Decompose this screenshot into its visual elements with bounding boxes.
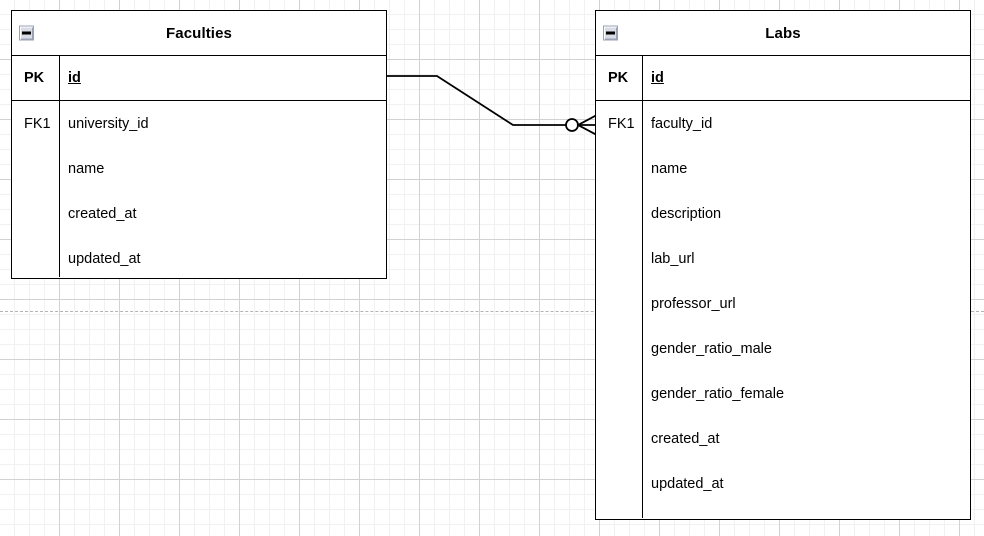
field-name-id: id (651, 70, 664, 86)
field-name-name: name (68, 160, 105, 177)
entity-header-faculties[interactable]: Faculties (12, 11, 386, 56)
entity-key-row-labs: PK id (596, 56, 970, 101)
key-tag-pk: PK (608, 70, 629, 86)
field-name-university-id: university_id (68, 115, 149, 132)
column-divider (642, 56, 643, 100)
field-name-description: description (651, 205, 722, 222)
field-row: description (596, 191, 970, 236)
field-row: professor_url (596, 281, 970, 326)
field-name-lab-url: lab_url (651, 250, 695, 267)
field-name-professor-url: professor_url (651, 295, 736, 312)
entity-title: Faculties (166, 24, 232, 42)
field-name-name: name (651, 160, 688, 177)
crows-foot-many-icon (576, 114, 597, 136)
field-row: lab_url (596, 236, 970, 281)
field-row: created_at (12, 191, 386, 236)
field-row: name (596, 146, 970, 191)
field-name-created-at: created_at (68, 205, 137, 222)
column-divider (59, 101, 60, 277)
page-break-line (0, 311, 984, 312)
minus-square-icon[interactable] (19, 25, 34, 41)
key-tag-pk: PK (24, 70, 45, 86)
key-tag-fk: FK1 (24, 115, 51, 132)
field-name-gender-ratio-female: gender_ratio_female (651, 385, 785, 402)
entity-key-row-faculties: PK id (12, 56, 386, 101)
key-tag-fk: FK1 (608, 115, 635, 132)
field-row: updated_at (12, 236, 386, 281)
field-row: created_at (596, 416, 970, 461)
field-name-faculty-id: faculty_id (651, 115, 713, 132)
entity-title: Labs (765, 24, 801, 42)
field-name-updated-at: updated_at (651, 475, 724, 492)
field-row: gender_ratio_male (596, 326, 970, 371)
field-name-id: id (68, 70, 81, 86)
cardinality-zero-circle (565, 118, 579, 132)
minus-square-icon[interactable] (603, 25, 618, 41)
relationship-line (386, 75, 567, 126)
field-name-updated-at: updated_at (68, 250, 141, 267)
field-row: FK1 university_id (12, 101, 386, 146)
field-row: name (12, 146, 386, 191)
field-row: updated_at (596, 461, 970, 506)
entity-header-labs[interactable]: Labs (596, 11, 970, 56)
field-name-created-at: created_at (651, 430, 720, 447)
field-row: FK1 faculty_id (596, 101, 970, 146)
field-name-gender-ratio-male: gender_ratio_male (651, 340, 772, 357)
column-divider (59, 56, 60, 100)
column-divider (642, 101, 643, 518)
field-row: gender_ratio_female (596, 371, 970, 416)
